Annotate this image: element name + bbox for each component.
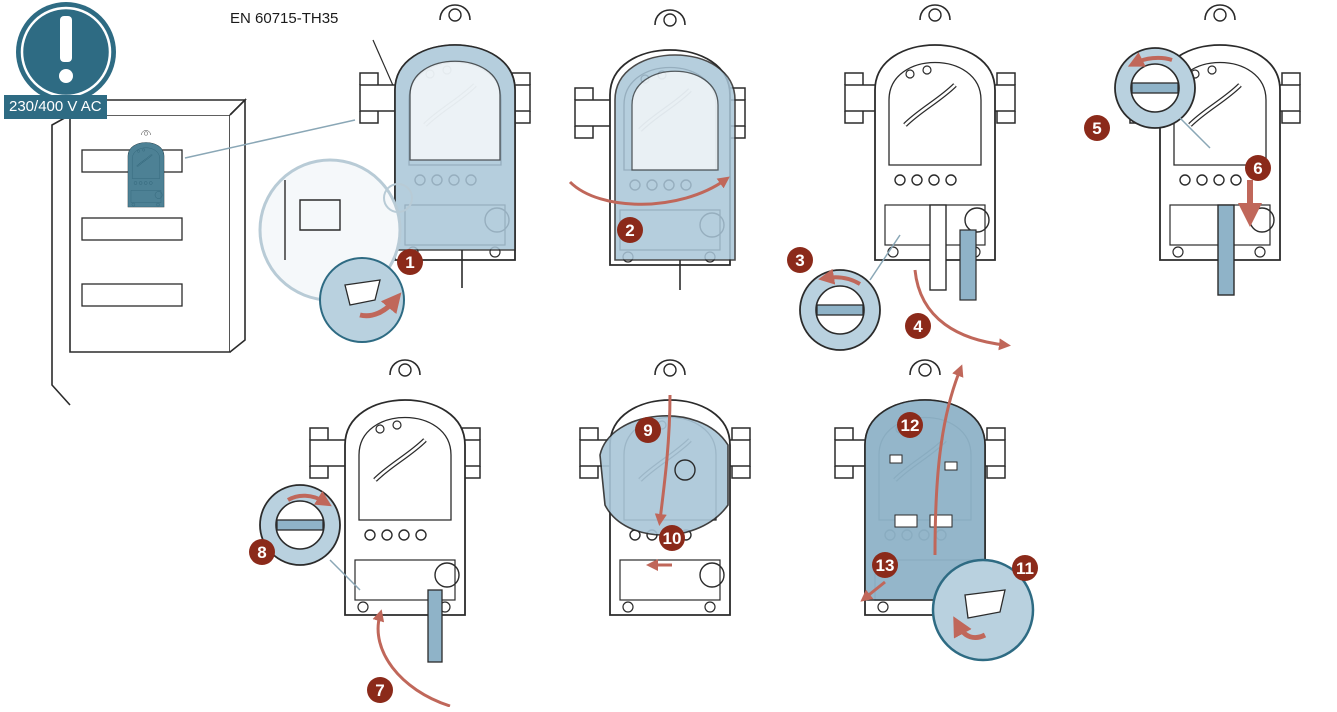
step-panel-5-6 (1114, 5, 1301, 296)
step-badge-8: 8 (249, 539, 275, 565)
svg-text:5: 5 (1092, 119, 1101, 138)
svg-text:13: 13 (876, 556, 895, 575)
svg-text:7: 7 (375, 681, 384, 700)
step-badge-6: 6 (1245, 155, 1271, 181)
svg-text:6: 6 (1253, 159, 1262, 178)
step-panel-1 (258, 5, 531, 343)
svg-text:1: 1 (405, 253, 414, 272)
svg-text:11: 11 (1016, 559, 1034, 578)
svg-text:3: 3 (795, 251, 804, 270)
step-badge-2: 2 (617, 217, 643, 243)
step-badge-13: 13 (872, 552, 898, 578)
step-panel-2 (568, 10, 746, 290)
step-badge-9: 9 (635, 417, 661, 443)
svg-text:2: 2 (625, 221, 634, 240)
step-badge-10: 10 (659, 525, 685, 551)
step-badge-12: 12 (897, 412, 923, 438)
exclamation-icon (16, 2, 116, 102)
step-panel-3-4 (799, 5, 1016, 351)
step-badge-5: 5 (1084, 115, 1110, 141)
step-badge-1: 1 (397, 249, 423, 275)
voltage-label: 230/400 V AC (4, 95, 107, 119)
step-panel-7-8 (259, 360, 481, 708)
svg-text:12: 12 (901, 416, 920, 435)
step-badge-7: 7 (367, 677, 393, 703)
svg-text:4: 4 (913, 317, 923, 336)
rail-standard-label: EN 60715-TH35 (230, 10, 339, 27)
step-panel-11-13 (834, 360, 1035, 662)
step-badge-11: 11 (1012, 555, 1038, 581)
step-badge-3: 3 (787, 247, 813, 273)
distribution-cabinet (51, 98, 356, 406)
svg-text:10: 10 (663, 529, 682, 548)
svg-text:9: 9 (643, 421, 652, 440)
svg-text:8: 8 (257, 543, 266, 562)
step-badge-4: 4 (905, 313, 931, 339)
step-panel-9-10 (579, 360, 751, 615)
